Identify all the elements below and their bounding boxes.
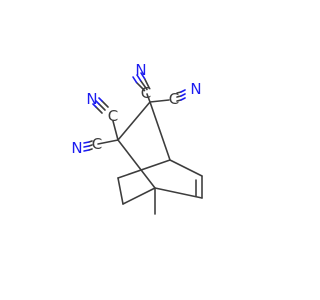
bond-bridgehead-top-to-c-upper-right <box>149 101 171 161</box>
nitrile-nitrogen-3-label: N <box>86 90 97 108</box>
bond-c-upper-right-to-nitrile-c1 <box>146 93 151 103</box>
bond-ch2-right-to-ch2-left <box>117 177 124 205</box>
nitrile-group-1: C N <box>132 61 151 103</box>
nitrile-group-3: C N <box>86 90 119 141</box>
bond-alkene-c2-to-bridgehead-bottom <box>154 187 203 199</box>
nitrile-nitrogen-2-label: N <box>190 80 201 98</box>
bond-bridgehead-top-to-alkene-c1 <box>169 159 203 177</box>
nitrile-nitrogen-4-label: N <box>71 139 82 157</box>
nitrile-group-2: C N <box>149 80 202 108</box>
nitrile-group-4: C N <box>71 135 119 157</box>
nitrile-carbon-1-label: C <box>141 84 151 102</box>
bond-ch2-left-to-bridgehead-bottom <box>122 187 156 205</box>
molecule-diagram: C N C N C N C N <box>71 61 203 215</box>
bond-c-upper-left-to-bridgehead-bottom <box>117 139 156 189</box>
nitrile-carbon-2-label: C <box>169 90 179 108</box>
bond-c-upper-right-to-c-upper-left <box>117 101 151 141</box>
nitrile-carbon-3-label: C <box>108 107 118 125</box>
nitrile-nitrogen-1-label: N <box>135 61 146 79</box>
bond-c-upper-right-to-nitrile-c2 <box>149 99 170 103</box>
structure-canvas: C N C N C N C N <box>71 61 203 215</box>
bond-bridgehead-top-to-ch2-right <box>117 159 171 179</box>
bond-c-upper-left-to-nitrile-c4 <box>97 139 119 145</box>
nitrile-carbon-4-label: C <box>92 135 102 153</box>
bond-c-upper-left-to-nitrile-c3 <box>112 120 119 141</box>
